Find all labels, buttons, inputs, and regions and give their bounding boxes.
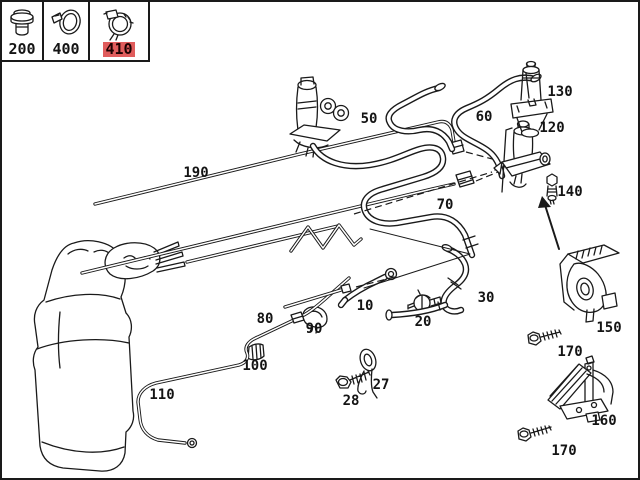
lower-pipe — [283, 275, 399, 309]
part-callout-170-upper[interactable]: 170 — [557, 344, 583, 360]
duo-valve-120 — [493, 120, 551, 193]
screw-170-upper — [527, 329, 562, 346]
part-callout-110[interactable]: 110 — [149, 387, 175, 403]
part-callout-90[interactable]: 90 — [305, 321, 323, 337]
part-callout-120[interactable]: 120 — [539, 120, 565, 136]
grommet-100 — [247, 343, 265, 361]
part-callout-140[interactable]: 140 — [557, 184, 583, 200]
pointer-arrow — [538, 196, 560, 250]
screw-170-lower — [517, 425, 552, 442]
part-callout-160[interactable]: 160 — [591, 413, 617, 429]
legend-item-400[interactable]: 400 — [44, 2, 90, 62]
screw-28 — [335, 370, 371, 389]
hose-30 — [385, 244, 470, 321]
reservoir-tank — [32, 240, 135, 472]
part-callout-150[interactable]: 150 — [596, 320, 622, 336]
hose-clamp-icon — [103, 9, 134, 41]
sensor-140 — [546, 173, 558, 205]
legend-box: 200 400 410 — [2, 2, 150, 62]
zigzag-pipe — [289, 223, 363, 253]
check-valve-20 — [407, 289, 442, 312]
part-callout-27[interactable]: 27 — [372, 377, 390, 393]
hose-70 — [309, 142, 479, 259]
part-callout-50[interactable]: 50 — [360, 111, 378, 127]
legend-item-410[interactable]: 410 — [90, 2, 150, 62]
bracket-150 — [559, 244, 620, 323]
part-callout-30[interactable]: 30 — [477, 290, 495, 306]
part-callout-80[interactable]: 80 — [256, 311, 274, 327]
part-callout-170-lower[interactable]: 170 — [551, 443, 577, 459]
part-callout-10[interactable]: 10 — [356, 298, 374, 314]
part-callout-28[interactable]: 28 — [342, 393, 360, 409]
legend-part-number: 200 — [8, 40, 36, 58]
clamp-ring-icon — [51, 9, 81, 35]
bracket-160 — [547, 355, 614, 423]
part-callout-20[interactable]: 20 — [414, 314, 432, 330]
part-callout-60[interactable]: 60 — [475, 109, 493, 125]
part-callout-70[interactable]: 70 — [436, 197, 454, 213]
part-callout-100[interactable]: 100 — [242, 358, 268, 374]
pump-130 — [510, 60, 554, 138]
legend-item-200[interactable]: 200 — [2, 2, 44, 62]
pipe-80-110 — [136, 276, 351, 449]
leader-lines — [353, 171, 493, 289]
part-callout-190[interactable]: 190 — [183, 165, 209, 181]
hose-50 — [385, 82, 456, 153]
legend-part-number: 400 — [52, 40, 80, 58]
bracket-27 — [357, 348, 378, 399]
part-callout-130[interactable]: 130 — [547, 84, 573, 100]
legend-part-number: 410 — [103, 40, 135, 58]
center-pump — [289, 76, 350, 158]
screw-cap-icon — [10, 9, 34, 36]
